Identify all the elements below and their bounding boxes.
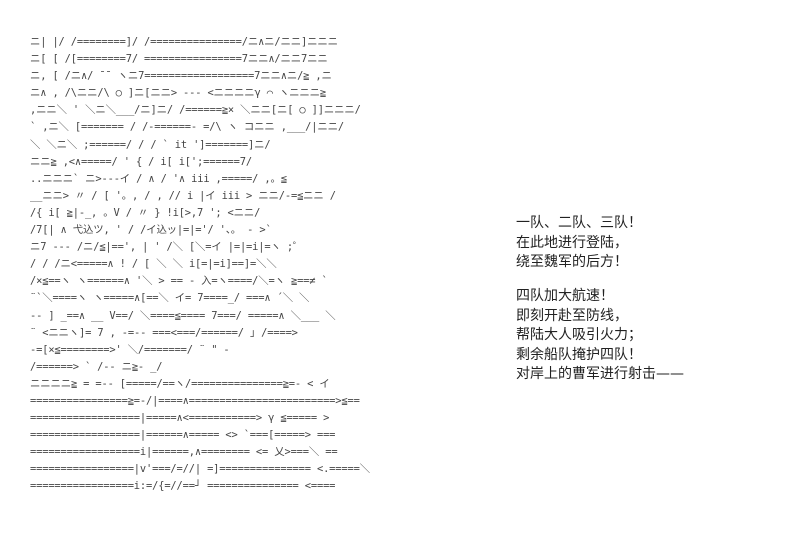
art-line: /{ i[ ≧|-_, 。V / 〃 } !i[>,7 '; <ニニ/ xyxy=(30,206,261,219)
dialogue-line: 四队加大航速！ xyxy=(516,288,614,304)
art-line: ニ, [ /ニ∧/ ¯¯ ヽニ7==================7ニニ∧ニ/… xyxy=(30,70,332,83)
art-line: ================≧=-/|====∧==============… xyxy=(30,394,360,407)
art-line: /×≦==ヽ ヽ======∧ '＼ > == - 入=ヽ====/＼=ヽ ≧=… xyxy=(30,275,328,288)
art-line: ,ニニ＼ ' ＼ニ＼___/ニ]ニ/ /======≧× ＼ニニ[ニ[ ○ ]]… xyxy=(30,104,361,117)
dialogue-fleet-orders: 四队加大航速！ 即刻开赴至防线， 帮陆大人吸引火力； 剩余船队掩护四队！ 对岸上… xyxy=(516,287,684,385)
dialogue-line: 对岸上的曹军进行射击—— xyxy=(516,366,684,382)
art-line: -=[×≦========>' ＼/=======/ ¨ " - xyxy=(30,343,230,356)
art-line: ＼ ＼ニ＼ ;======/ / / ` it ']=======]ニ/ xyxy=(30,138,271,151)
art-line: ニ7 --- /ニ/≦|==', | ' /＼ [＼=イ |=|=i|=ヽ ;゜ xyxy=(30,241,304,254)
art-line: ==================|=====∧<===========> γ… xyxy=(30,412,330,425)
art-line: ニ| |/ /========]/ /===============/ニ∧ニ/ニ… xyxy=(30,36,338,48)
art-line: ` ,ニ＼ [======= / /-======- =/\ ヽ コニニ ,__… xyxy=(30,121,344,134)
dialogue-line: 绕至魏军的后方！ xyxy=(516,254,628,270)
ascii-art-battle-scene: ニ| |/ /========]/ /===============/ニ∧ニ/ニ… xyxy=(30,34,370,496)
art-line: ニニニニ≧ = =-- [=====/==ヽ/===============≧=… xyxy=(30,377,330,390)
dialogue-line: 帮陆大人吸引火力； xyxy=(516,327,642,343)
art-line: ¨`＼====ヽ ヽ=====∧[==＼ イ= 7====_/ ===∧ ´＼ … xyxy=(30,292,310,305)
dialogue-line: 即刻开赴至防线， xyxy=(516,307,628,324)
art-line: __ニニ> 〃 / [ '。, / , // i |イ iii > ニニ/-=≦… xyxy=(30,189,336,202)
art-line: ¨ <ニニヽ]= 7 , -=-- ===<===/======/ ｣ /===… xyxy=(30,326,298,339)
art-line: ..ニニニ` ニ>---イ / ∧ / '∧ iii ,=====/ ,。≦ xyxy=(30,172,287,185)
art-line: ==================i|======,∧======== <= … xyxy=(30,446,338,459)
art-line: ==================|======∧===== <> `===[… xyxy=(30,429,336,442)
art-line: / / /ニ<=====∧ ! / [ ＼ ＼ i[=|=i]==]=＼＼ xyxy=(30,258,277,271)
art-line: /7[| ∧ 弋込ツ, ' / /イ込ッ|=|='/ '、。 - >` xyxy=(30,224,272,237)
dialogue-landing-orders: 一队、二队、三队！ 在此地进行登陆， 绕至魏军的后方！ xyxy=(516,214,642,273)
art-line: ニニ≧ ,<∧=====/ ' { / i[ i[';======7/ xyxy=(30,155,252,168)
art-line: /======> ` /-- ニ≧- _/ xyxy=(30,360,163,373)
art-line: ニ[ [ /[========7/ ================7ニニ∧/ニ… xyxy=(30,53,328,66)
art-line: =================|v'===/=//| =]=========… xyxy=(30,463,370,476)
art-line: ニ∧ , /\ニニ/\ ○ ]ニ[ニニ> --- <ニニニニγ ⌒ ヽニニニ≧ xyxy=(30,87,327,100)
art-line: =================i:=/{=//==┘ ===========… xyxy=(30,480,336,493)
art-line: -- ] _==∧ __ V==/ ＼====≦==== 7===/ =====… xyxy=(30,309,336,322)
dialogue-line: 一队、二队、三队！ xyxy=(516,215,642,231)
dialogue-line: 剩余船队掩护四队！ xyxy=(516,346,642,363)
dialogue-line: 在此地进行登陆， xyxy=(516,234,628,251)
